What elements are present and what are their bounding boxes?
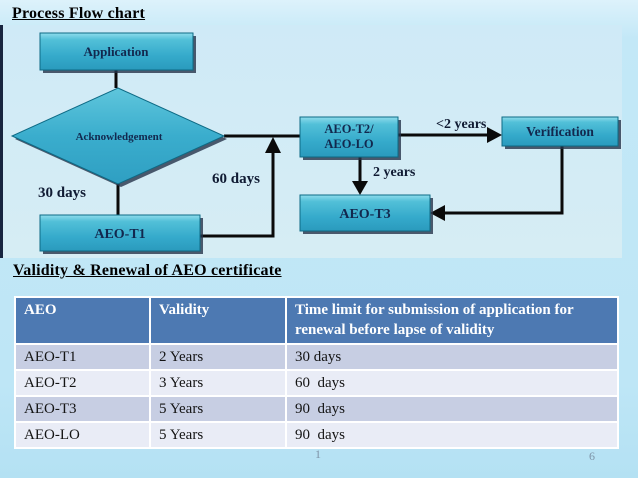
cell-validity: 3 Years <box>151 371 285 395</box>
header-time-limit: Time limit for submission of application… <box>287 298 617 343</box>
process-flow-diagram: Application Acknowledgement AEO-T1 AEO-T… <box>0 25 622 258</box>
arrowhead-left-icon <box>430 205 445 221</box>
node-aeo-t1: AEO-T1 <box>39 214 203 254</box>
table-header-row: AEO Validity Time limit for submission o… <box>16 298 617 343</box>
aeo-t2-label-line2: AEO-LO <box>324 137 374 151</box>
cell-time-limit: 90 days <box>287 423 617 447</box>
arrowhead-right-icon <box>487 127 502 143</box>
verification-label: Verification <box>526 124 594 139</box>
acknowledgement-label: Acknowledgement <box>76 131 163 143</box>
aeo-t3-label: AEO-T3 <box>339 207 390 222</box>
node-aeo-t2-lo: AEO-T2/ AEO-LO <box>299 116 401 160</box>
header-aeo: AEO <box>16 298 149 343</box>
table-row: AEO-T3 5 Years 90 days <box>16 397 617 421</box>
slide-number-right: 6 <box>589 449 595 463</box>
table-row: AEO-LO 5 Years 90 days <box>16 423 617 447</box>
node-application: Application <box>39 32 196 73</box>
cell-aeo: AEO-T1 <box>16 345 149 369</box>
edge-label-2-years: 2 years <box>373 165 416 180</box>
header-validity: Validity <box>151 298 285 343</box>
edge-label-30-days: 30 days <box>38 185 86 201</box>
slide-number-center: 1 <box>315 447 321 461</box>
table-row: AEO-T1 2 Years 30 days <box>16 345 617 369</box>
edge-label-lt2-years: <2 years <box>436 117 487 132</box>
cell-aeo: AEO-T2 <box>16 371 149 395</box>
cell-validity: 5 Years <box>151 397 285 421</box>
arrowhead-down-icon <box>352 181 368 195</box>
arrowhead-up-icon <box>265 137 281 153</box>
node-acknowledgement: Acknowledgement <box>10 87 227 187</box>
page-title: Process Flow chart <box>12 5 146 22</box>
aeo-t2-label-line1: AEO-T2/ <box>324 122 374 136</box>
cell-aeo: AEO-LO <box>16 423 149 447</box>
edge-aeot1-aeot2 <box>200 152 275 238</box>
application-label: Application <box>83 44 149 59</box>
cell-time-limit: 60 days <box>287 371 617 395</box>
image-left-border <box>0 25 3 258</box>
edge-verification-aeot3 <box>444 146 564 215</box>
edge-label-60-days: 60 days <box>212 171 260 187</box>
cell-time-limit: 90 days <box>287 397 617 421</box>
cell-validity: 2 Years <box>151 345 285 369</box>
validity-renewal-table: AEO Validity Time limit for submission o… <box>14 296 619 449</box>
section-title: Validity & Renewal of AEO certificate <box>13 262 282 279</box>
cell-aeo: AEO-T3 <box>16 397 149 421</box>
flowchart-canvas: Application Acknowledgement AEO-T1 AEO-T… <box>0 25 621 258</box>
cell-validity: 5 Years <box>151 423 285 447</box>
node-aeo-t3: AEO-T3 <box>299 194 433 234</box>
aeo-t1-label: AEO-T1 <box>94 227 145 242</box>
table-row: AEO-T2 3 Years 60 days <box>16 371 617 395</box>
node-verification: Verification <box>501 116 621 149</box>
cell-time-limit: 30 days <box>287 345 617 369</box>
